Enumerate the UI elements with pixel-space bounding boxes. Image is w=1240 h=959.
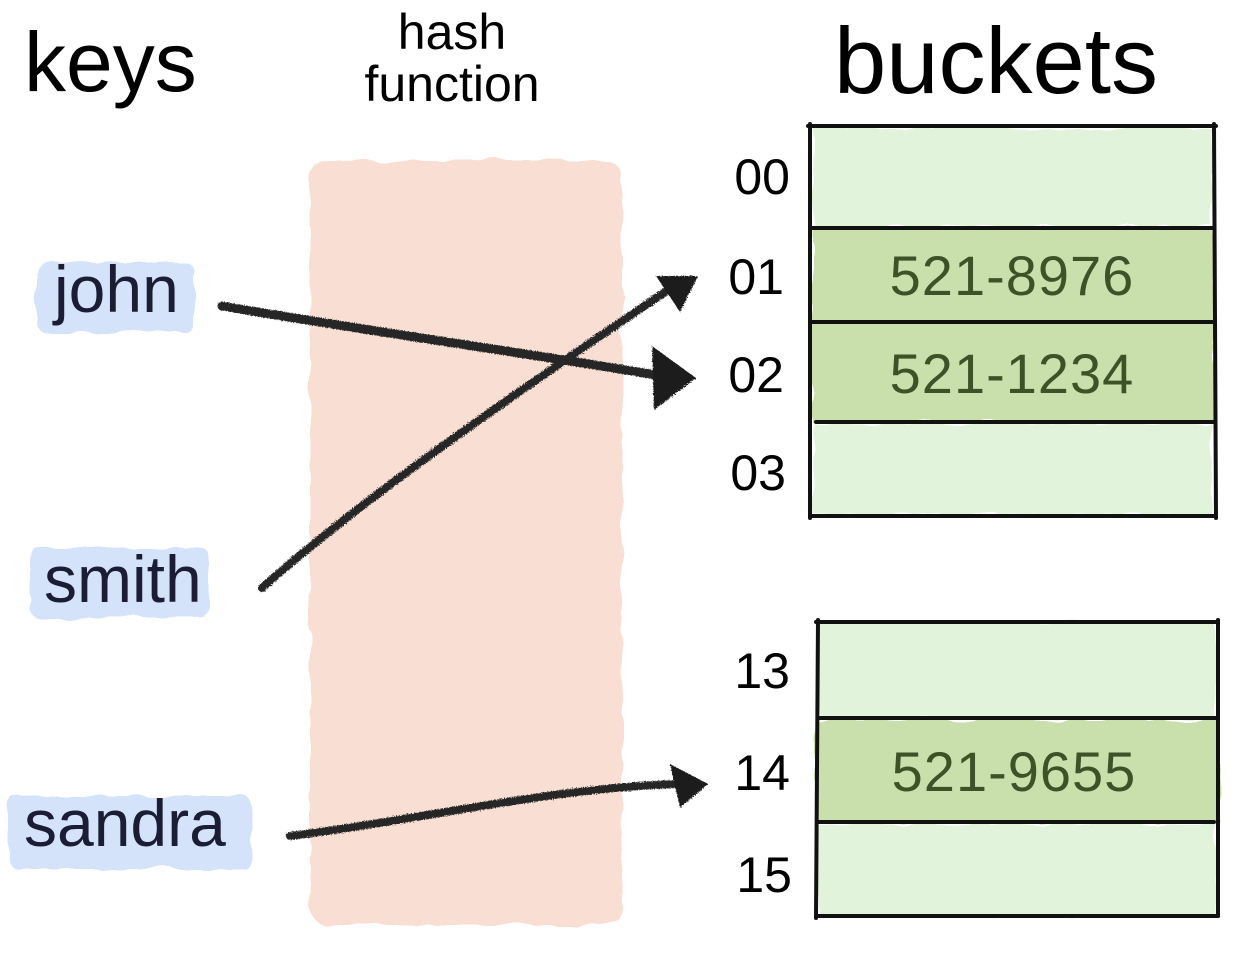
arrow-smith-to-01 (258, 276, 698, 592)
bucket-fill-13 (818, 622, 1216, 718)
hash-function-box (310, 160, 622, 925)
bucket-index-13: 13 (734, 643, 790, 699)
hash-function-heading: hash function (364, 4, 540, 112)
bucket-index-14: 14 (734, 745, 790, 801)
arrow-john-to-02 (217, 301, 696, 410)
bucket-fill-02 (812, 322, 1214, 422)
bucket-value-14: 521-9655 (891, 740, 1137, 803)
arrow-sandra-to-14 (286, 764, 708, 840)
bucket-index-03: 03 (730, 445, 786, 501)
key-label-sandra: sandra (24, 786, 226, 860)
key-highlight-sandra (8, 796, 252, 868)
bucket-fill-14 (816, 720, 1220, 822)
buckets-heading: buckets (834, 8, 1158, 113)
key-highlight-smith (30, 548, 210, 618)
bucket-value-02: 521-1234 (889, 342, 1135, 405)
bucket-fill-03 (814, 424, 1212, 514)
bucket-index-02: 02 (728, 347, 784, 403)
bucket-index-01: 01 (728, 249, 784, 305)
bucket-index-15: 15 (736, 847, 792, 903)
bucket-table-bottom (814, 618, 1220, 920)
key-label-john: john (54, 252, 179, 326)
bucket-value-01: 521-8976 (889, 244, 1135, 307)
bucket-fill-15 (818, 824, 1216, 916)
bucket-index-00: 00 (734, 149, 790, 205)
key-label-smith: smith (44, 542, 202, 616)
key-highlight-john (36, 262, 194, 332)
bucket-fill-01 (812, 228, 1214, 322)
bucket-table-top (806, 122, 1218, 520)
keys-heading: keys (24, 15, 197, 109)
bucket-fill-00 (814, 128, 1212, 226)
